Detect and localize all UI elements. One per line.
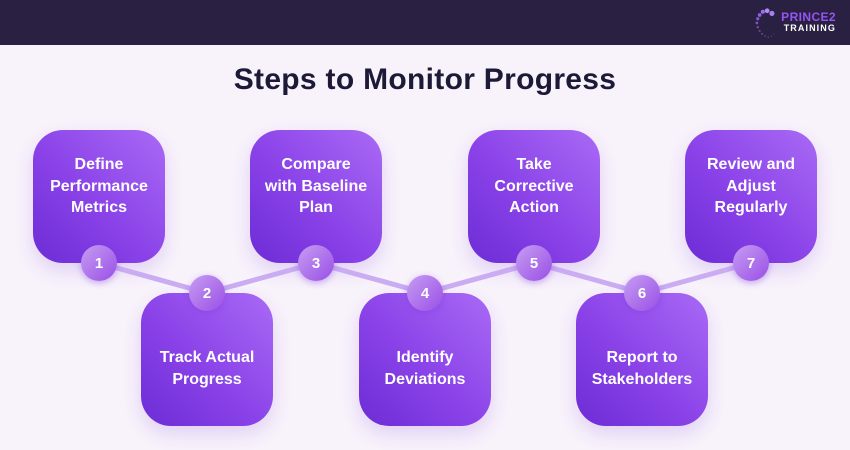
brand-subtitle: TRAINING [783,23,836,34]
brand-logo: PRINCE2 TRAINING [753,7,836,39]
brand-logo-text: PRINCE2 TRAINING [781,11,836,33]
step-number-badge: 7 [733,245,769,281]
brand-swirl-icon [755,7,775,38]
header-bar: PRINCE2 TRAINING [0,0,850,45]
step-number-badge: 2 [189,275,225,311]
step-number-badge: 6 [624,275,660,311]
step-number-badge: 4 [407,275,443,311]
step-number-badge: 3 [298,245,334,281]
page-title: Steps to Monitor Progress [233,63,617,96]
step-number-badge: 5 [516,245,552,281]
step-number-badge: 1 [81,245,117,281]
brand-name: PRINCE2 [781,10,836,25]
